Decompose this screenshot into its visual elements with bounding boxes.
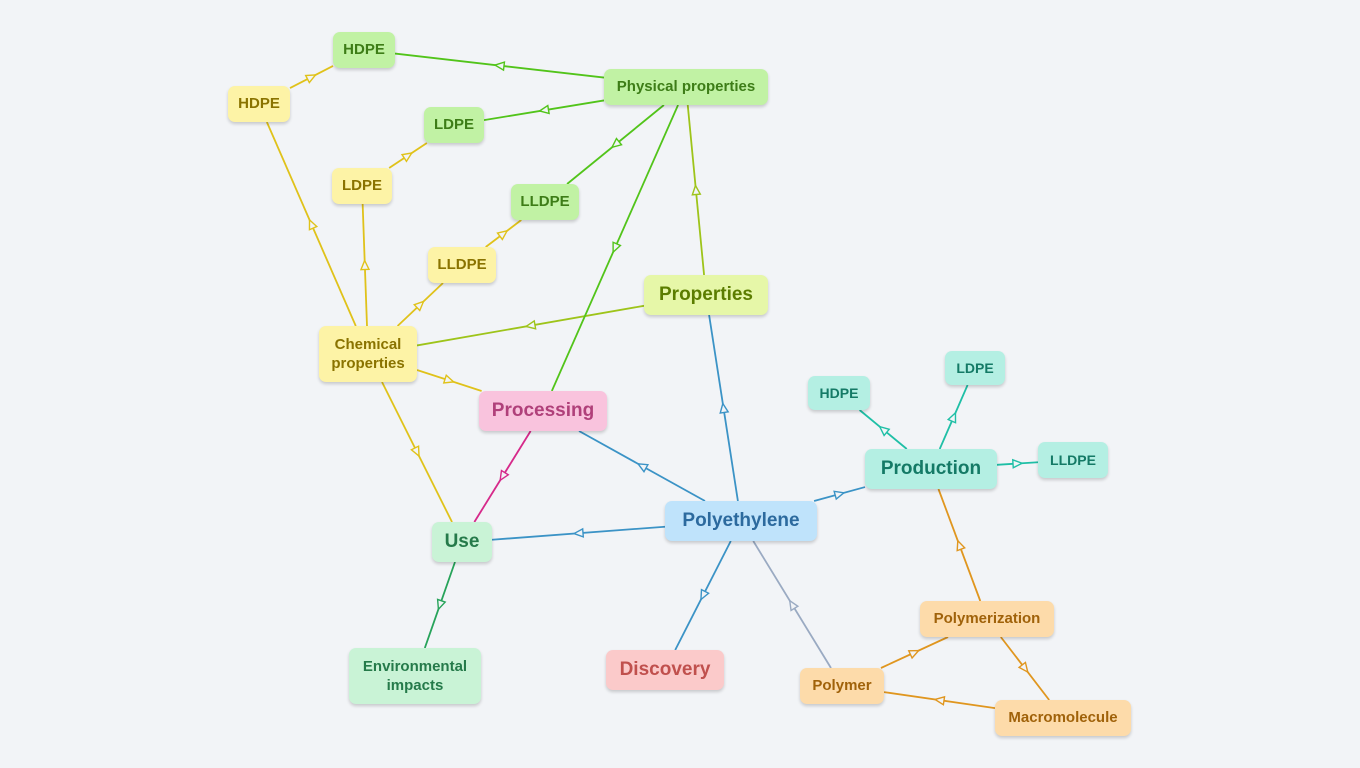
edge-arrow-icon [493, 61, 506, 72]
edge-arrow-icon [410, 445, 420, 458]
edge-polyethylene-to-production [813, 486, 866, 502]
node-lldpe-chem[interactable]: LLDPE [428, 247, 496, 283]
edge-production-to-lldpe-prod [996, 458, 1039, 469]
edge-physical-to-processing [551, 104, 679, 392]
edge-physical-to-ldpe-phys [483, 99, 605, 121]
edge-arrow-icon [700, 588, 710, 602]
edge-lldpe-chem-to-lldpe-phys [485, 219, 522, 248]
node-chemical[interactable]: Chemical properties [319, 326, 417, 382]
node-ldpe-phys[interactable]: LDPE [424, 107, 484, 143]
edge-polymer-to-polyethylene [752, 540, 832, 669]
node-physical[interactable]: Physical properties [604, 69, 768, 105]
edge-arrow-icon [413, 300, 425, 312]
edge-ldpe-chem-to-ldpe-phys [388, 142, 428, 169]
edge-arrow-icon [496, 229, 509, 241]
edge-arrow-icon [436, 598, 447, 611]
node-polyethylene[interactable]: Polyethylene [665, 501, 817, 541]
edge-chemical-to-lldpe-chem [396, 282, 444, 327]
edge-production-to-hdpe-prod [859, 409, 908, 450]
edge-chemical-to-processing [416, 369, 482, 392]
edge-arrow-icon [691, 183, 702, 196]
node-ldpe-prod[interactable]: LDPE [945, 351, 1005, 385]
node-lldpe-phys[interactable]: LLDPE [511, 184, 579, 220]
edge-properties-to-physical [686, 104, 705, 276]
edge-properties-to-chemical [416, 304, 645, 347]
edge-arrow-icon [907, 649, 921, 660]
edge-arrow-icon [1011, 458, 1024, 469]
node-env[interactable]: Environmental impacts [349, 648, 481, 704]
edge-arrow-icon [400, 152, 414, 163]
node-lldpe-prod[interactable]: LLDPE [1038, 442, 1108, 478]
edge-polyethylene-to-use [491, 525, 666, 541]
edge-polyethylene-to-processing [578, 430, 706, 502]
edge-arrow-icon [719, 401, 730, 414]
node-properties[interactable]: Properties [644, 275, 768, 315]
edge-polymer-to-polymerization [880, 636, 949, 669]
edge-polymerization-to-macromolecule [1000, 636, 1050, 701]
edge-arrow-icon [878, 425, 891, 437]
node-ldpe-chem[interactable]: LDPE [332, 168, 392, 204]
edge-chemical-to-hdpe-chem [266, 121, 357, 327]
edge-arrow-icon [304, 74, 318, 84]
edge-processing-to-use [473, 430, 532, 523]
edge-polyethylene-to-discovery [674, 540, 732, 651]
edge-arrow-icon [788, 599, 800, 612]
node-polymerization[interactable]: Polymerization [920, 601, 1054, 637]
edge-macromolecule-to-polymer [883, 691, 996, 710]
edge-production-to-ldpe-prod [938, 384, 969, 450]
edge-polyethylene-to-properties [708, 314, 739, 502]
edge-arrow-icon [946, 411, 957, 424]
edge-polymerization-to-production [937, 488, 982, 602]
edge-arrow-icon [537, 104, 550, 115]
edge-arrow-icon [610, 137, 623, 149]
edge-arrow-icon [933, 695, 946, 706]
node-discovery[interactable]: Discovery [606, 650, 724, 690]
edge-arrow-icon [499, 469, 510, 482]
edge-chemical-to-ldpe-chem [359, 203, 371, 327]
edge-physical-to-lldpe-phys [566, 104, 665, 185]
node-use[interactable]: Use [432, 522, 492, 562]
edge-chemical-to-use [381, 381, 453, 523]
node-hdpe-phys[interactable]: HDPE [333, 32, 395, 68]
node-polymer[interactable]: Polymer [800, 668, 884, 704]
edge-use-to-env [423, 561, 456, 649]
edge-arrow-icon [612, 241, 622, 254]
edge-arrow-icon [442, 374, 456, 384]
edge-arrow-icon [956, 539, 966, 552]
edge-physical-to-hdpe-phys [394, 52, 605, 79]
node-production[interactable]: Production [865, 449, 997, 489]
edge-arrow-icon [572, 527, 585, 538]
edge-arrow-icon [524, 319, 537, 330]
edge-hdpe-chem-to-hdpe-phys [289, 65, 334, 89]
node-processing[interactable]: Processing [479, 391, 607, 431]
node-hdpe-prod[interactable]: HDPE [808, 376, 870, 410]
node-hdpe-chem[interactable]: HDPE [228, 86, 290, 122]
edge-arrow-icon [308, 218, 319, 231]
edge-arrow-icon [833, 490, 846, 501]
edge-arrow-icon [636, 462, 650, 473]
edge-arrow-icon [1017, 661, 1029, 674]
node-macromolecule[interactable]: Macromolecule [995, 700, 1131, 736]
edge-arrow-icon [359, 258, 371, 271]
